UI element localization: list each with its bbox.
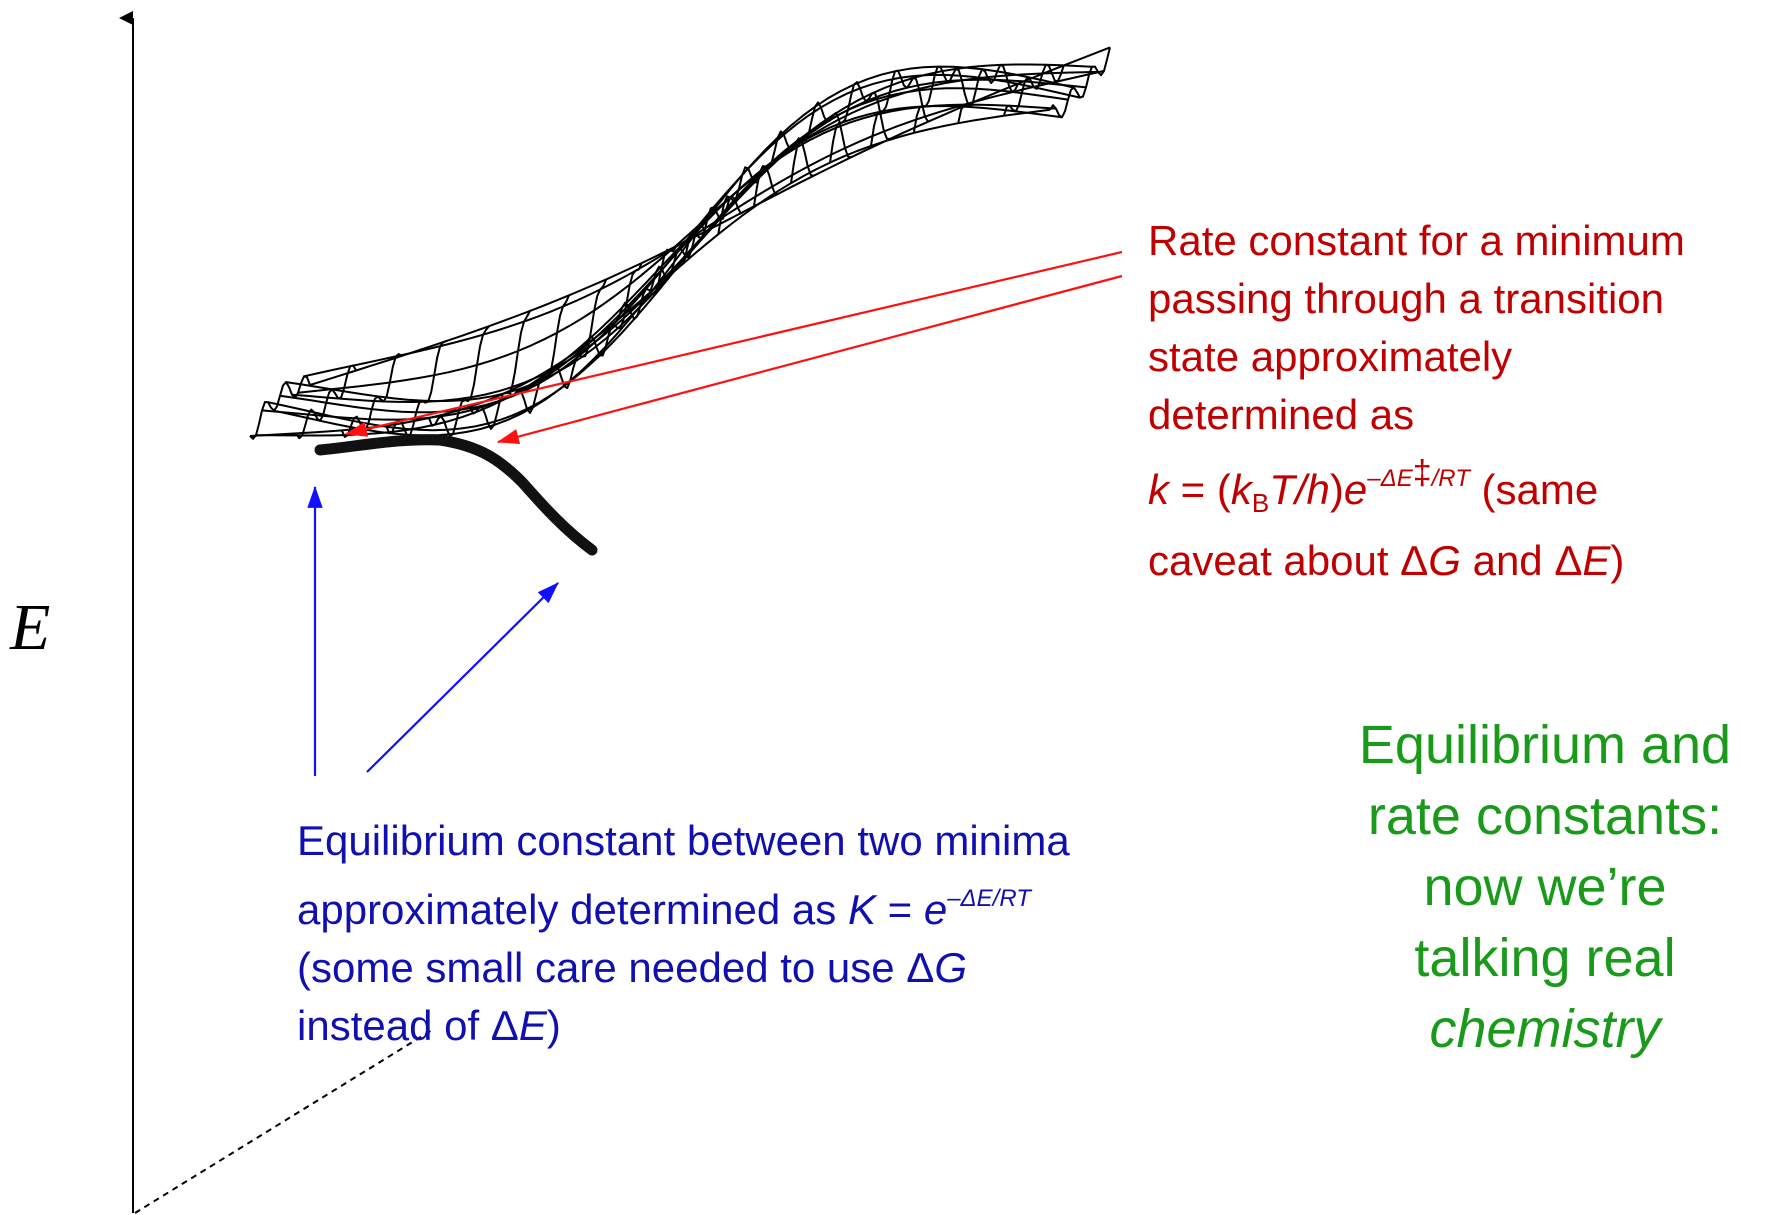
surface-grid-line-v [1002,63,1065,117]
formula-close: ) [1329,466,1344,513]
rate-line-6-c: ) [1610,537,1625,584]
formula-h: h [1306,466,1330,513]
surface-grid-line-u [255,103,1057,437]
rate-constant-annotation: Rate constant for a minimum passing thro… [1148,212,1758,590]
eq-k: K [847,886,876,933]
surface-grid-line-v [649,223,711,293]
title-line-1: Equilibrium and [1358,715,1732,775]
rate-line-1: Rate constant for a minimum [1148,217,1685,264]
surface-grid-line-v [545,279,608,390]
surface-grid-line-v [469,310,531,430]
surface-grid-line-v [752,130,814,208]
surface-grid-line-v [508,294,570,414]
surface-grid-line-v [912,65,975,134]
surface-grid-line-v [1049,47,1111,119]
eq-line-4: instead of ΔE) [297,997,1197,1055]
formula-dagger: ‡ [1412,454,1432,492]
formula-kb-sub: B [1251,488,1270,518]
formula-exponent-tail: /RT [1431,465,1470,492]
eq-line-2: approximately determined as K = e–ΔE/RT [297,870,1197,939]
surface-grid-line-v [682,194,745,264]
energy-axis-label: E [10,591,51,664]
eq-line-3-g: G [934,944,968,991]
formula-eq: = ( [1169,466,1231,513]
eq-e: e [923,886,948,933]
surface-grid-line-v [295,364,358,440]
surface-grid-line-v [581,262,643,357]
depth-axis [134,1029,433,1214]
equilibrium-arrow-to-minimum-b [366,582,559,773]
rate-formula: k = (kBT/h)e–ΔE‡/RT (same [1148,444,1758,532]
title-line-3: now we’re [1423,857,1667,917]
rate-line-6: caveat about ΔG and ΔE) [1148,532,1758,590]
surface-grid-line-v [249,375,311,440]
eq-line-1: Equilibrium constant between two minima [297,817,1070,864]
formula-e: e [1343,466,1368,513]
equilibrium-constant-annotation: Equilibrium constant between two minima … [297,812,1197,1055]
surface-grid-line-v [428,325,490,438]
rate-line-3: state approximately [1148,333,1513,380]
rate-arrow-to-minimum [344,250,1123,437]
eq-line-4-e: E [518,1002,547,1049]
eq-exponent: –ΔE/RT [947,885,1031,912]
surface-grid-line-v [870,69,932,147]
rate-line-6-g: G [1428,537,1461,584]
surface-grid-line-v [615,245,678,322]
title-line-5: chemistry [1320,994,1769,1065]
formula-k: k [1148,466,1169,513]
rate-arrow-to-transition-state [496,274,1123,445]
title-line-4: talking real [1414,928,1676,988]
formula-t: T [1269,466,1295,513]
eq-line-4-b: ) [546,1002,561,1049]
eq-line-3: (some small care needed to use ΔG [297,939,1197,997]
surface-grid-line-v [790,101,852,184]
formula-exponent: –ΔE [1367,465,1413,492]
surface-grid-line-u [249,108,1051,437]
formula-tail: (same [1469,466,1599,513]
eq-line-2-a: approximately determined as [297,886,848,933]
formula-slash: / [1294,466,1307,513]
surface-grid-line-v [717,166,779,235]
title-note: Equilibrium and rate constants: now we’r… [1320,710,1769,1065]
formula-kb: k [1230,466,1252,513]
eq-line-4-a: instead of Δ [297,1002,519,1049]
eq-equals: = [875,886,924,933]
rate-line-6-e: E [1582,537,1611,584]
rate-line-6-b: and Δ [1460,537,1583,584]
rate-line-4: determined as [1148,391,1415,438]
title-line-2: rate constants: [1367,786,1723,846]
eq-line-3-a: (some small care needed to use Δ [297,944,935,991]
surface-grid-line-v [957,63,1020,124]
rate-line-6-a: caveat about Δ [1148,537,1429,584]
rate-line-2: passing through a transition [1148,275,1664,322]
reaction-path [314,434,598,556]
title-chemistry: chemistry [1429,999,1661,1059]
potential-energy-surface [249,46,1111,440]
